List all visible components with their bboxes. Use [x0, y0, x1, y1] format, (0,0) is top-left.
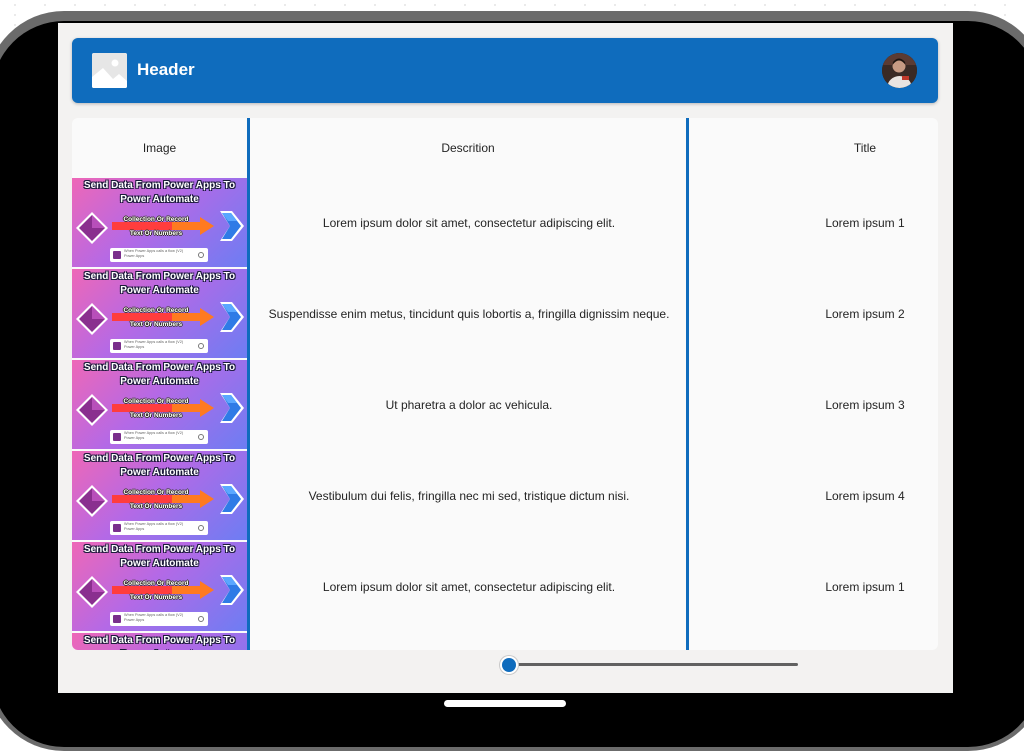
app-screen: Header Image Descrition Title Send Data … — [58, 23, 953, 693]
row-description: Suspendisse enim metus, tincidunt quis l… — [268, 307, 670, 321]
thumbnail-label: Collection Or Record — [123, 398, 189, 405]
row-title: Lorem ipsum 2 — [825, 307, 905, 321]
column-divider-right[interactable] — [686, 118, 689, 650]
thumbnail-label: Collection Or Record — [123, 216, 189, 223]
row-title: Lorem ipsum 4 — [825, 489, 905, 503]
info-icon — [198, 616, 204, 622]
thumbnail-label: Text Or Numbers — [129, 594, 183, 601]
column-header-title: Title — [853, 141, 877, 155]
power-apps-to-automate-icon — [76, 393, 244, 426]
row-description: Lorem ipsum dolor sit amet, consectetur … — [322, 580, 616, 594]
row-title: Lorem ipsum 1 — [825, 580, 905, 594]
flow-trigger-box: When Power Apps calls a flow (V2) Power … — [110, 612, 208, 626]
thumbnail-label: Text Or Numbers — [129, 412, 183, 419]
header-title: Header — [137, 60, 195, 79]
power-apps-to-automate-icon — [76, 211, 244, 244]
power-apps-small-icon — [113, 615, 121, 623]
flow-trigger-box: When Power Apps calls a flow (V2) Power … — [110, 430, 208, 444]
column-header-image: Image — [142, 141, 177, 155]
row-title — [792, 633, 938, 650]
flow-trigger-text: When Power Apps calls a flow (V2) Power … — [124, 613, 184, 622]
thumbnail-label: Text Or Numbers — [129, 503, 183, 510]
image-placeholder-icon — [92, 53, 127, 88]
row-description: Lorem ipsum dolor sit amet, consectetur … — [322, 216, 616, 230]
info-icon — [198, 252, 204, 258]
info-icon — [198, 525, 204, 531]
header-bar: Header — [72, 38, 938, 103]
flow-trigger-box: When Power Apps calls a flow (V2) Power … — [110, 521, 208, 535]
thumbnail-label: Collection Or Record — [123, 580, 189, 587]
column-header-description: Descrition — [441, 141, 495, 155]
row-title: Lorem ipsum 3 — [825, 398, 905, 412]
flow-trigger-text: When Power Apps calls a flow (V2) Power … — [124, 522, 184, 531]
power-apps-small-icon — [113, 251, 121, 259]
thumbnail-label: Collection Or Record — [123, 489, 189, 496]
power-apps-to-automate-icon — [76, 484, 244, 517]
info-icon — [198, 434, 204, 440]
flow-trigger-box: When Power Apps calls a flow (V2) Power … — [110, 339, 208, 353]
power-apps-small-icon — [113, 524, 121, 532]
power-apps-to-automate-icon — [76, 302, 244, 335]
user-avatar[interactable] — [882, 53, 917, 88]
row-title: Lorem ipsum 1 — [825, 216, 905, 230]
home-indicator — [444, 700, 566, 707]
flow-trigger-box: When Power Apps calls a flow (V2) Power … — [110, 248, 208, 262]
power-apps-small-icon — [113, 342, 121, 350]
flow-trigger-text: When Power Apps calls a flow (V2) Power … — [124, 431, 184, 440]
slider-thumb[interactable] — [502, 658, 516, 672]
column-divider-left[interactable] — [247, 118, 250, 650]
row-description — [247, 633, 691, 650]
power-apps-to-automate-icon — [76, 575, 244, 608]
thumbnail-label: Text Or Numbers — [129, 230, 183, 237]
row-description: Vestibulum dui felis, fringilla nec mi s… — [308, 489, 630, 503]
flow-trigger-text: When Power Apps calls a flow (V2) Power … — [124, 340, 184, 349]
horizontal-slider-track[interactable] — [513, 663, 798, 666]
thumbnail-label: Text Or Numbers — [129, 321, 183, 328]
power-apps-small-icon — [113, 433, 121, 441]
row-description: Ut pharetra a dolor ac vehicula. — [385, 398, 553, 412]
thumbnail-label: Collection Or Record — [123, 307, 189, 314]
data-gallery: Image Descrition Title Send Data From Po… — [72, 118, 938, 650]
info-icon — [198, 343, 204, 349]
flow-trigger-text: When Power Apps calls a flow (V2) Power … — [124, 249, 184, 258]
